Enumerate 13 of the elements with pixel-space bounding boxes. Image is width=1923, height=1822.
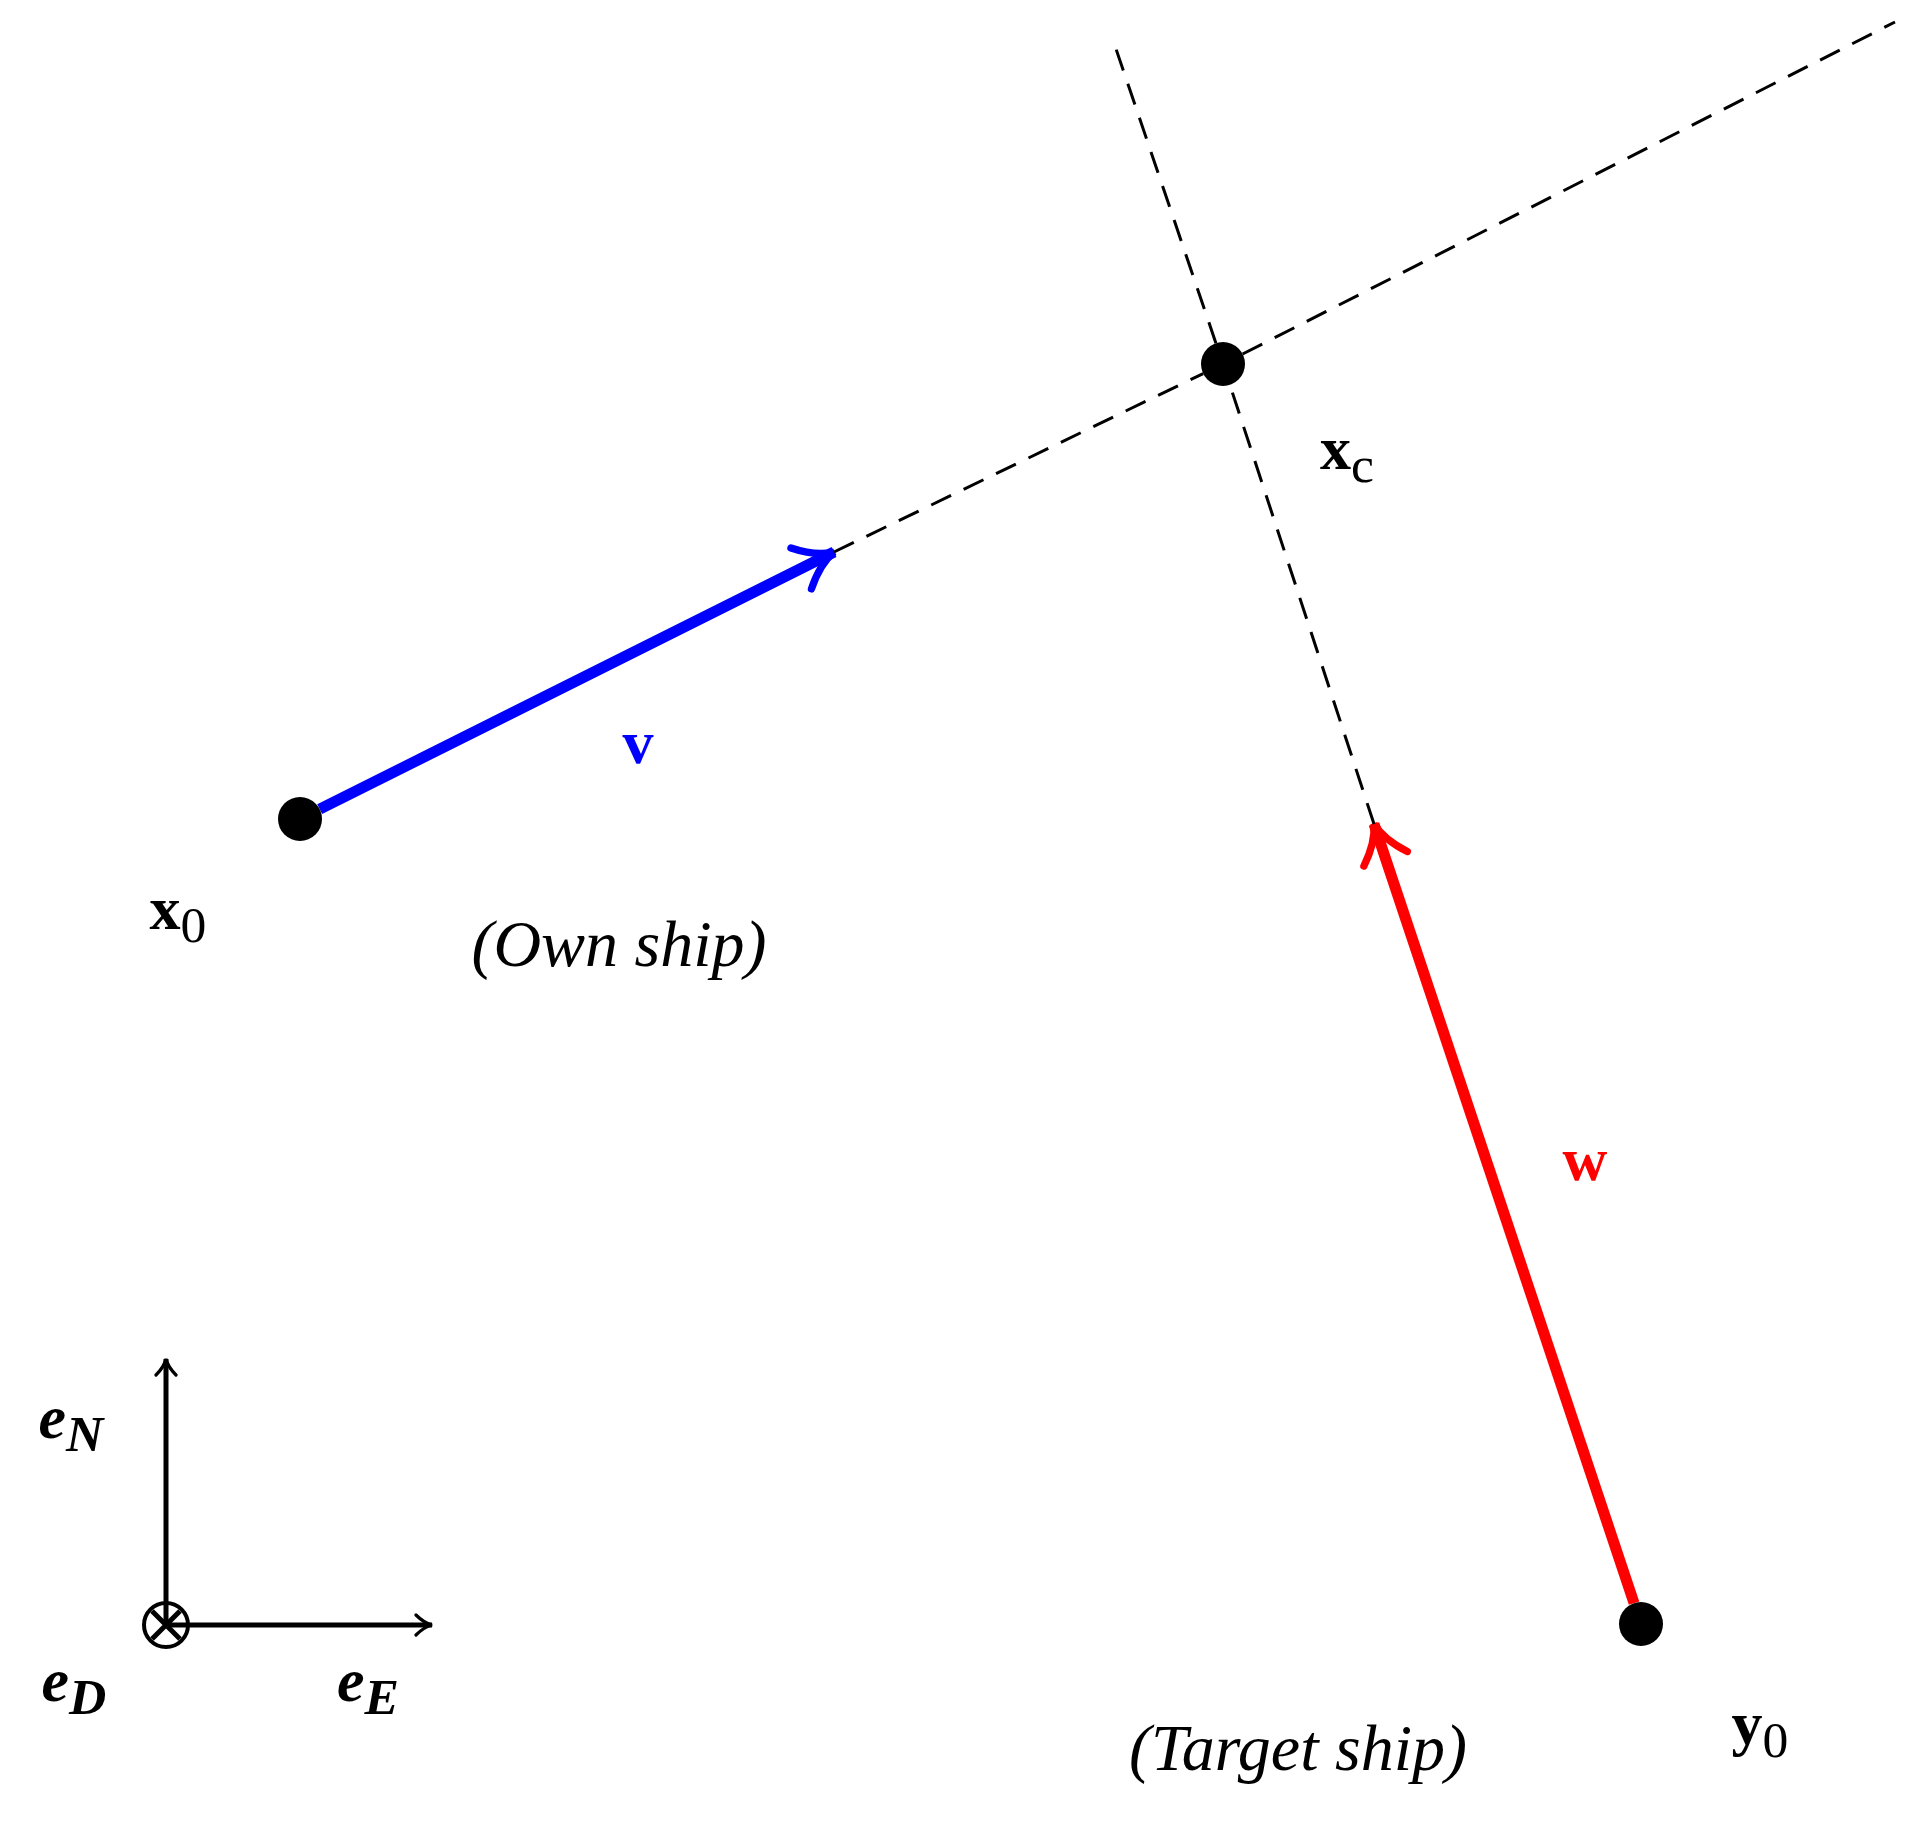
point-dot <box>1619 1602 1663 1646</box>
dashed-line <box>833 372 1204 554</box>
point-label: x$_{c}$ <box>1320 416 1374 492</box>
point-label: y$_{0}$ <box>1731 1691 1789 1767</box>
point-dot <box>278 797 322 841</box>
vector-label: v <box>622 711 654 773</box>
axis-label: e$_{D}$ <box>41 1648 107 1724</box>
dashed-line <box>1241 20 1896 356</box>
point-label: x$_{0}$ <box>149 876 207 952</box>
axis-label: e$_{E}$ <box>337 1648 399 1724</box>
point-dot <box>1201 342 1245 386</box>
vector-label: w <box>1562 1128 1608 1190</box>
axis-label: e$_{N}$ <box>38 1385 104 1461</box>
